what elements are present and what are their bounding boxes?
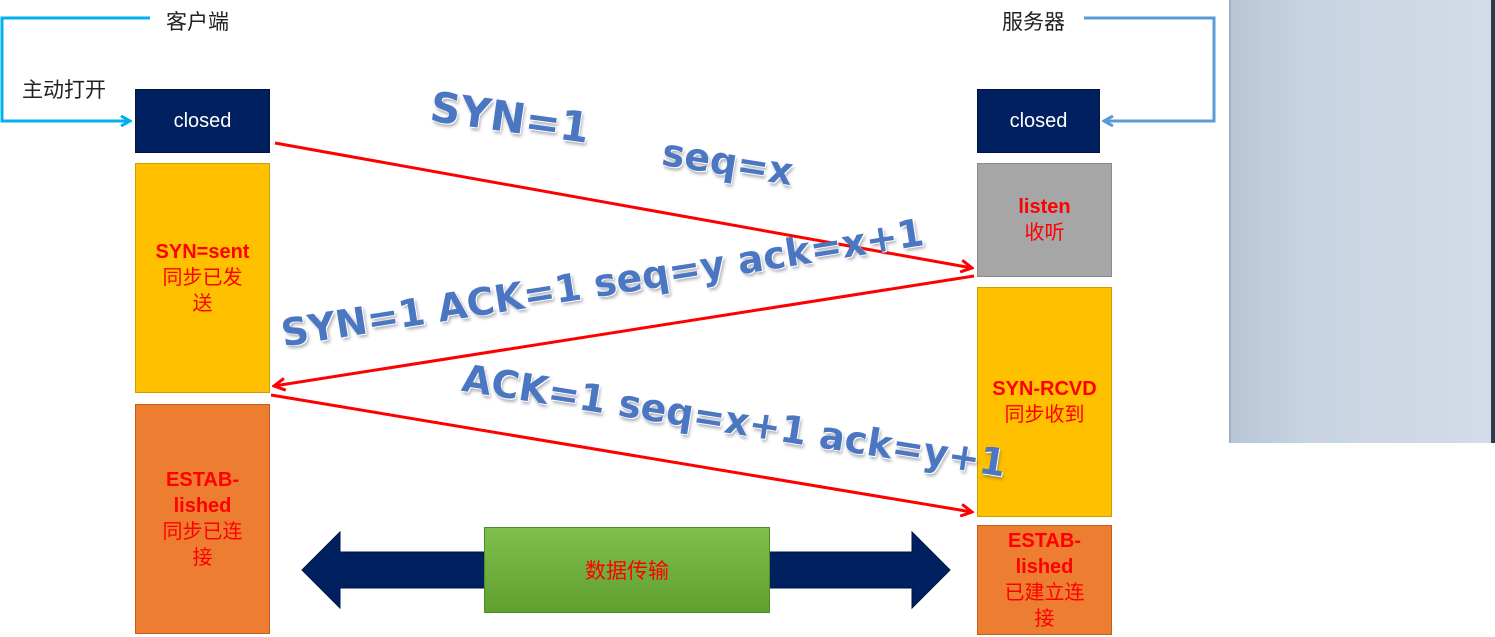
server-closed-state: closed — [977, 89, 1100, 153]
client-closed-label: closed — [173, 110, 232, 132]
syn-arrow — [274, 141, 972, 268]
syn-ack-arrow — [274, 274, 975, 386]
data-transfer-label: 数据传输 — [585, 560, 669, 583]
syn-sent-cn-1: 同步已发 — [162, 267, 243, 289]
server-estab-cn-2: 接 — [1034, 608, 1055, 630]
server-listen-state: listen 收听 — [977, 163, 1112, 277]
side-panel — [1229, 0, 1495, 443]
client-estab-en-2: lished — [173, 495, 232, 517]
active-open-label: 主动打开 — [22, 79, 106, 102]
server-estab-en-2: lished — [1015, 556, 1074, 578]
syn-rcvd-en: SYN-RCVD — [992, 378, 1097, 400]
client-open-connector — [0, 16, 150, 121]
server-established-state: ESTAB- lished 已建立连 接 — [977, 525, 1112, 635]
listen-cn: 收听 — [1024, 222, 1065, 244]
client-established-state: ESTAB- lished 同步已连 接 — [135, 404, 270, 634]
client-syn-sent-state: SYN=sent 同步已发 送 — [135, 163, 270, 393]
listen-en: listen — [1018, 196, 1071, 218]
client-closed-state: closed — [135, 89, 270, 153]
server-title: 服务器 — [1002, 11, 1065, 34]
server-syn-rcvd-state: SYN-RCVD 同步收到 — [977, 287, 1112, 517]
server-open-connector — [1084, 16, 1216, 121]
client-estab-cn-1: 同步已连 — [162, 521, 243, 543]
server-closed-label: closed — [1009, 110, 1068, 132]
data-transfer-box: 数据传输 — [484, 527, 770, 613]
server-estab-cn-1: 已建立连 — [1004, 582, 1085, 604]
syn-rcvd-cn: 同步收到 — [1004, 404, 1085, 426]
syn-sent-cn-2: 送 — [192, 293, 213, 315]
client-title: 客户端 — [166, 11, 229, 34]
server-estab-en-1: ESTAB- — [1008, 530, 1081, 552]
client-estab-en-1: ESTAB- — [166, 469, 239, 491]
client-estab-cn-2: 接 — [192, 547, 213, 569]
side-panel-edge — [1491, 0, 1495, 443]
ack-arrow — [270, 393, 972, 512]
syn-sent-en: SYN=sent — [155, 241, 250, 263]
